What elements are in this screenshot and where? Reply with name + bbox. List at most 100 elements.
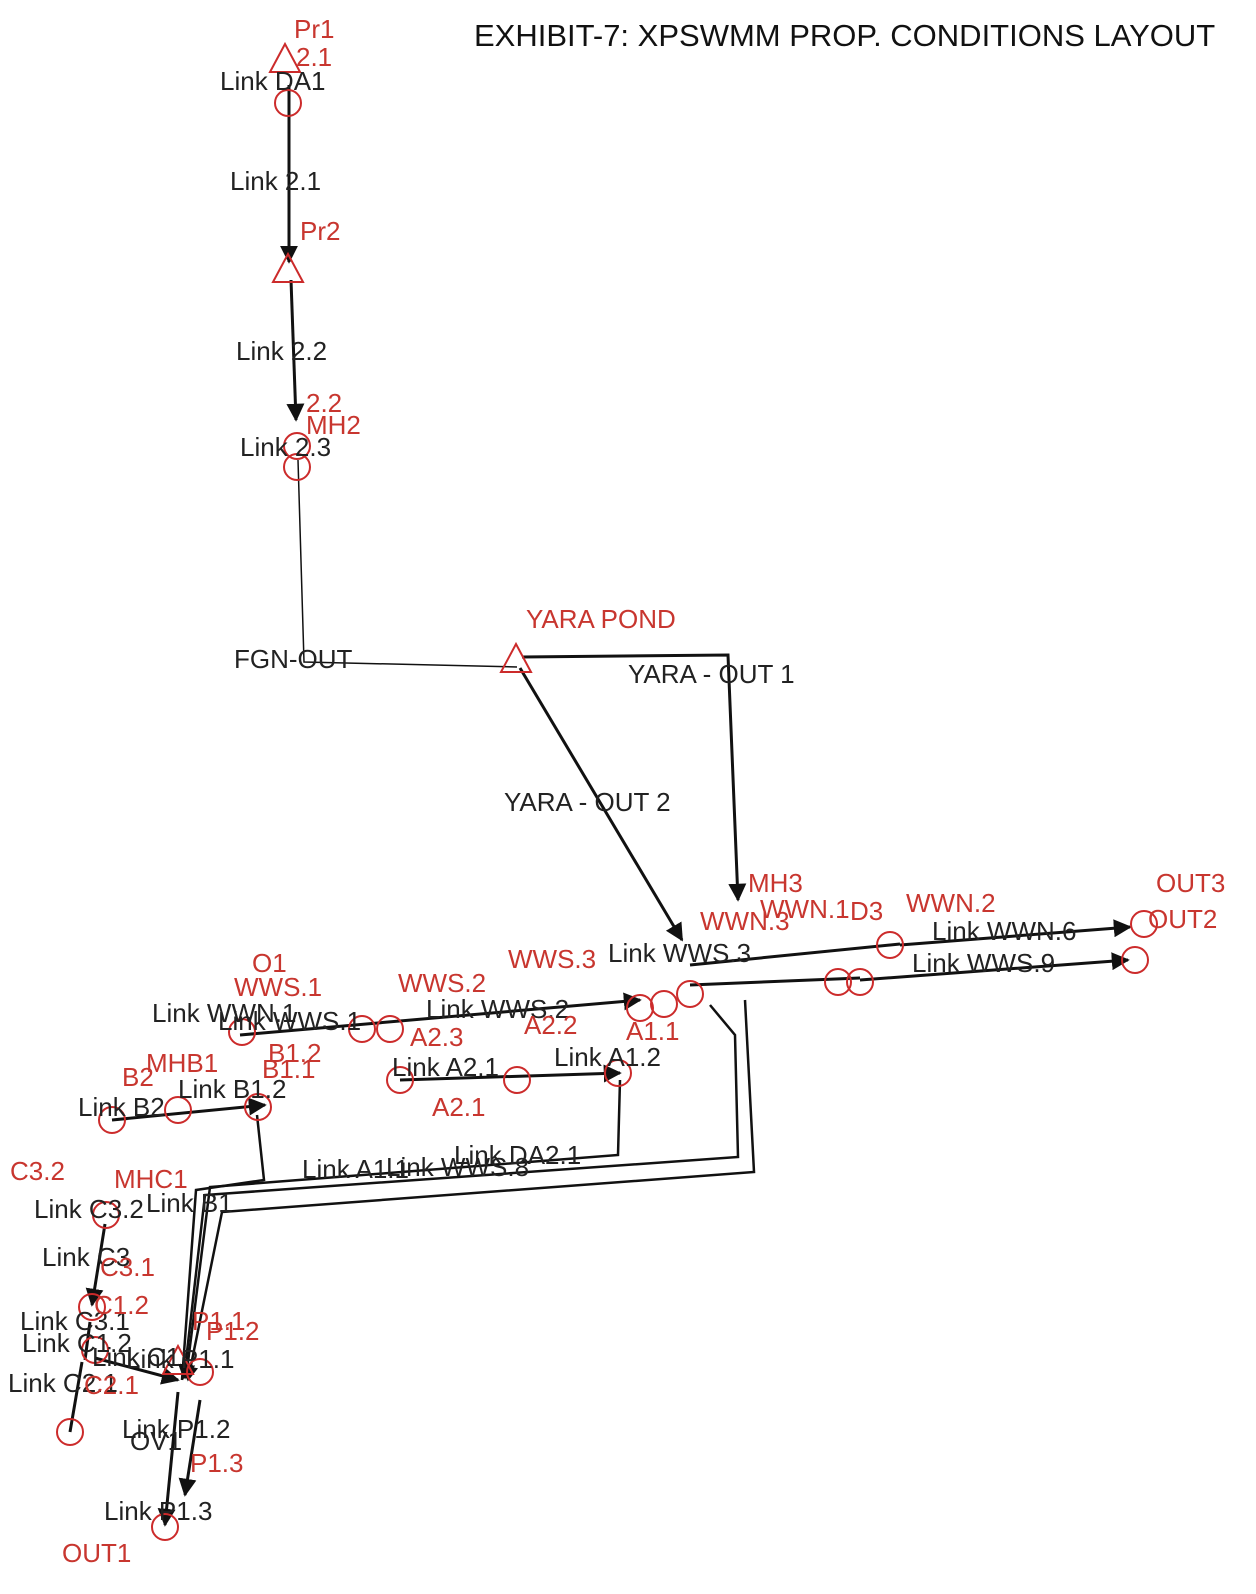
- conduit-line-14: [178, 1004, 740, 1380]
- manhole-node-14: [604, 1059, 632, 1087]
- manhole-node-21: [56, 1418, 84, 1446]
- node-label-mh3: MH3: [748, 868, 803, 898]
- manhole-node-5: [1121, 946, 1149, 974]
- link-label-link-p1-1: Link P1.1: [126, 1344, 234, 1374]
- manhole-node-1: [274, 89, 302, 117]
- node-label-pr1: Pr1: [294, 14, 334, 44]
- node-label-p1-3: P1.3: [190, 1448, 244, 1478]
- node-label-wwn-1: WWN.1: [760, 894, 850, 924]
- link-label-ov1: OV1: [130, 1426, 182, 1456]
- manhole-node-24: [824, 968, 852, 996]
- manhole-node-17: [244, 1093, 272, 1121]
- node-label-wwn-2: WWN.2: [906, 888, 996, 918]
- node-label-yara-pond: YARA POND: [526, 604, 676, 634]
- conduit-line-19: [94, 1356, 180, 1385]
- outfall-node-1: [268, 41, 302, 73]
- link-label-fgn-out: FGN-OUT: [234, 644, 353, 674]
- link-label-link-c1-2: Link C1.2: [22, 1328, 132, 1358]
- link-label-yara-out-2: YARA - OUT 2: [504, 787, 671, 817]
- manhole-node-23: [151, 1513, 179, 1541]
- manhole-node-20: [81, 1336, 109, 1364]
- conduit-line-17: [85, 1223, 107, 1307]
- link-label-link-b2: Link B2: [78, 1092, 165, 1122]
- nodes-layer: [56, 41, 1158, 1541]
- node-label-wws-3: WWS.3: [508, 944, 596, 974]
- manhole-node-7: [348, 1015, 376, 1043]
- conduit-line-9: [689, 976, 861, 987]
- node-label-b2: B2: [122, 1062, 154, 1092]
- node-label-p1-1: P1.1: [192, 1306, 246, 1336]
- conduit-line-3: [297, 459, 518, 668]
- node-label-c3-2: C3.2: [10, 1156, 65, 1186]
- node-label-mhb1: MHB1: [146, 1048, 218, 1078]
- conduit-line-21: [157, 1391, 180, 1527]
- link-label-yara-out-1: YARA - OUT 1: [628, 659, 795, 689]
- manhole-node-25: [846, 968, 874, 996]
- conduit-line-10: [239, 992, 642, 1037]
- node-label-a2-3: A2.3: [410, 1022, 464, 1052]
- outfall-node-3: [499, 641, 533, 673]
- manhole-node-2: [283, 432, 311, 460]
- manhole-node-16: [164, 1096, 192, 1124]
- node-label-d3: D3: [850, 896, 883, 926]
- conduit-line-22: [178, 1399, 202, 1497]
- manhole-node-9: [626, 994, 654, 1022]
- node-label-c3-1: C3.1: [100, 1252, 155, 1282]
- manhole-node-3: [283, 453, 311, 481]
- page-title: EXHIBIT-7: XPSWMM PROP. CONDITIONS LAYOU…: [474, 18, 1216, 53]
- link-label-link-wwn-6: Link WWN.6: [932, 916, 1076, 946]
- manhole-node-6: [228, 1018, 256, 1046]
- conduit-line-20: [68, 1361, 84, 1433]
- manhole-node-22: [186, 1358, 214, 1386]
- manhole-node-12: [386, 1066, 414, 1094]
- link-label-link-p1-3: Link P1.3: [104, 1496, 212, 1526]
- node-label-c2-1: C2.1: [84, 1370, 139, 1400]
- node-label-o1: O1: [252, 948, 287, 978]
- link-label-link-2-1: Link 2.1: [230, 166, 321, 196]
- node-label-p1-2: P1.2: [206, 1316, 260, 1346]
- manhole-node-19: [78, 1293, 106, 1321]
- link-label-link-a1-2: Link A1.2: [554, 1042, 661, 1072]
- node-label-out1: OUT1: [62, 1538, 131, 1568]
- manhole-node-26: [876, 931, 904, 959]
- node-label-wwn-3: WWN.3: [700, 906, 790, 936]
- conduit-line-4: [521, 653, 747, 902]
- link-label-link-c3: Link C3: [42, 1242, 130, 1272]
- manhole-node-11: [676, 980, 704, 1008]
- conduit-line-16: [180, 1114, 266, 1381]
- node-label-c1-2: C1.2: [94, 1290, 149, 1320]
- conduit-line-12: [111, 1097, 267, 1122]
- conduit-line-18: [83, 1321, 92, 1361]
- conduit-line-8: [689, 942, 901, 967]
- link-label-link-a2-1: Link A2.1: [392, 1052, 499, 1082]
- link-label-link-2-3: Link 2.3: [240, 432, 331, 462]
- conduit-line-11: [399, 1064, 622, 1083]
- node-label-a2-2: A2.2: [524, 1010, 578, 1040]
- node-label-a1-1: A1.1: [626, 1016, 680, 1046]
- link-label-link-p1-2: Link P1.2: [122, 1414, 230, 1444]
- node-label-pr2: Pr2: [300, 216, 340, 246]
- node-label-2-1: 2.1: [296, 42, 332, 72]
- link-label-link-2-2: Link 2.2: [236, 336, 327, 366]
- link-label-link-wws-9: Link WWS.9: [912, 948, 1055, 978]
- link-label-link-b1-2: Link B1.2: [178, 1074, 286, 1104]
- link-label-link-wws-8: Link WWS.8: [386, 1152, 529, 1182]
- link-label-link-wwn-1: Link WWN.1: [152, 998, 296, 1028]
- link-label-link-wws-3: Link WWS.3: [608, 938, 751, 968]
- node-label-wws-1: WWS.1: [234, 972, 322, 1002]
- link-label-link-wws-2: Link WWS.2: [426, 994, 569, 1024]
- outfall-node-4: [161, 1343, 195, 1375]
- links-layer: [68, 85, 1132, 1527]
- node-label-b1-2: B1.2: [268, 1038, 322, 1068]
- node-label-wws-2: WWS.2: [398, 968, 486, 998]
- node-label-mh2: MH2: [306, 410, 361, 440]
- manhole-node-18: [92, 1201, 120, 1229]
- link-label-link-da2-1: Link DA2.1: [454, 1140, 581, 1170]
- node-label-out3: OUT3: [1156, 868, 1225, 898]
- node-label-mhc1: MHC1: [114, 1164, 188, 1194]
- conduit-line-5: [518, 667, 684, 942]
- link-label-link-c3-2: Link C3.2: [34, 1194, 144, 1224]
- node-label-a2-1: A2.1: [432, 1092, 486, 1122]
- manhole-node-13: [503, 1066, 531, 1094]
